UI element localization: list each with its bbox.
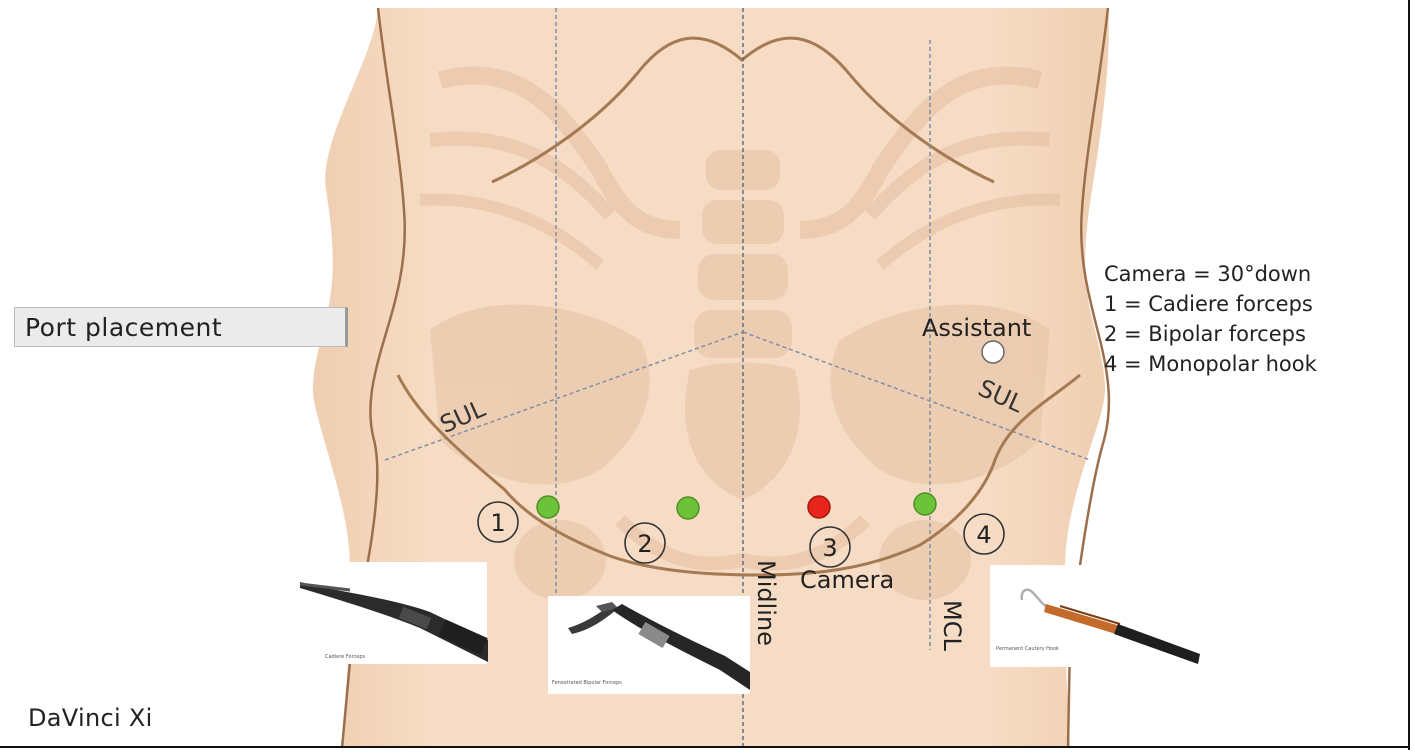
svg-text:1: 1 (490, 509, 505, 537)
mcl-label: MCL (938, 600, 966, 651)
midline-label: Midline (752, 560, 780, 646)
legend-item-camera: Camera = 30°down (1104, 259, 1409, 289)
svg-text:2: 2 (637, 530, 652, 558)
svg-text:3: 3 (822, 534, 837, 562)
assistant-label: Assistant (922, 314, 1031, 342)
svg-text:4: 4 (976, 521, 991, 549)
legend-item-1: 1 = Cadiere forceps (1104, 289, 1409, 319)
svg-text:Cadiere Forceps: Cadiere Forceps (325, 654, 366, 660)
monopolar-hook-photo: Permanent Cautery Hook (990, 565, 1200, 667)
instrument-legend: Camera = 30°down 1 = Cadiere forceps 2 =… (1104, 259, 1409, 379)
davinci-xi-caption: DaVinci Xi (28, 704, 153, 732)
frame-border-right (1408, 0, 1410, 750)
assistant-port (982, 341, 1004, 363)
legend-item-2: 2 = Bipolar forceps (1104, 319, 1409, 349)
port-1-marker (537, 496, 559, 518)
svg-text:Permanent Cautery Hook: Permanent Cautery Hook (996, 646, 1059, 652)
port-4-marker (914, 493, 936, 515)
camera-port-marker (808, 496, 830, 518)
frame-border-bottom (0, 746, 1410, 748)
svg-text:Fenestrated Bipolar Forceps: Fenestrated Bipolar Forceps (552, 680, 622, 686)
port-2-marker (677, 497, 699, 519)
port-placement-title: Port placement (14, 307, 348, 347)
camera-label: Camera (800, 566, 894, 594)
cadiere-forceps-photo: Cadiere Forceps (282, 562, 488, 664)
bipolar-forceps-photo: Fenestrated Bipolar Forceps (548, 596, 750, 694)
legend-item-4: 4 = Monopolar hook (1104, 349, 1409, 379)
